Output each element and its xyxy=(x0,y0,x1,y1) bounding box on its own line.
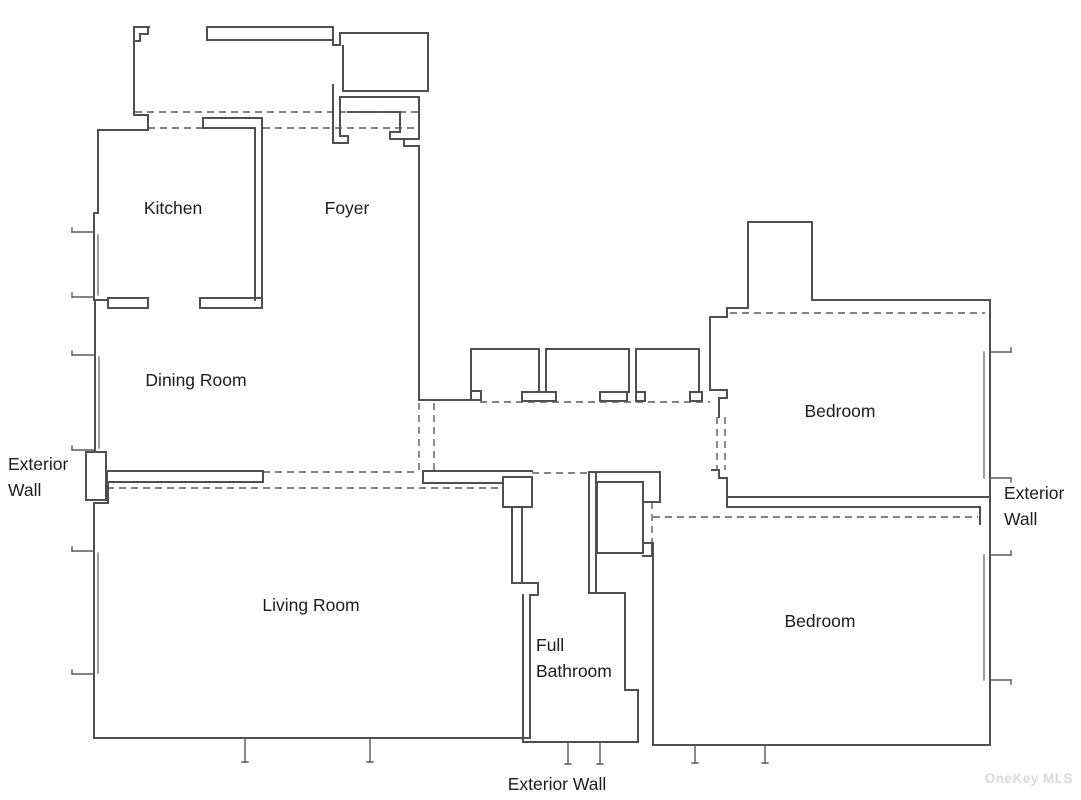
room-label-foyer: Foyer xyxy=(325,198,370,218)
room-label-kitchen: Kitchen xyxy=(144,198,202,218)
room-label-living-room: Living Room xyxy=(262,595,359,615)
exterior-wall-label-bottom: Exterior Wall xyxy=(508,774,607,794)
dashed-lines xyxy=(107,111,985,543)
exterior-wall-label-right: Exterior Wall xyxy=(1004,483,1069,529)
exterior-left-line2: Wall xyxy=(8,480,41,500)
exterior-right-line2: Wall xyxy=(1004,509,1037,529)
room-label-dining-room: Dining Room xyxy=(145,370,246,390)
windows xyxy=(71,227,1012,765)
watermark: OneKey MLS xyxy=(985,771,1073,786)
room-label-full-bathroom: Full Bathroom xyxy=(536,635,612,681)
exterior-wall-labels: Exterior Wall Exterior Wall Exterior Wal… xyxy=(8,454,1069,794)
room-labels: Kitchen Foyer Dining Room Bedroom Living… xyxy=(144,198,876,681)
room-label-bedroom-upper: Bedroom xyxy=(804,401,875,421)
room-label-bedroom-lower: Bedroom xyxy=(784,611,855,631)
exterior-left-line1: Exterior xyxy=(8,454,68,474)
exterior-wall-label-left: Exterior Wall xyxy=(8,454,73,500)
full-bathroom-line1: Full xyxy=(536,635,564,655)
exterior-right-line1: Exterior xyxy=(1004,483,1064,503)
full-bathroom-line2: Bathroom xyxy=(536,661,612,681)
